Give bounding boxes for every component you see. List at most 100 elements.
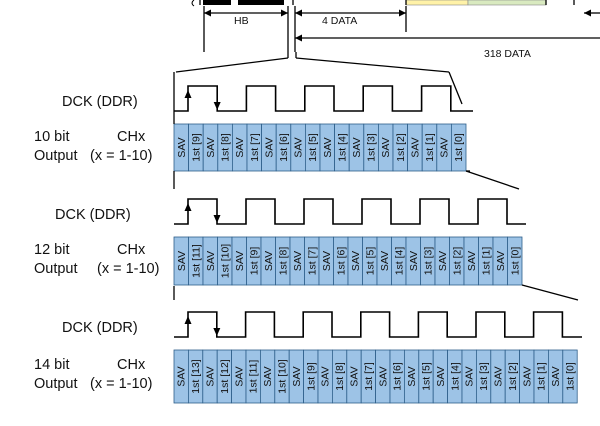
data-cell-1-23 (507, 236, 523, 286)
data-cell-label-2-27: 1st [0] (565, 362, 577, 391)
data-cell-label-0-16: SAV (409, 137, 421, 157)
clock-waveform-1 (174, 198, 526, 225)
data-cell-label-2-25: 1st [1] (536, 362, 548, 391)
4data-arrow-left (295, 9, 302, 17)
data-cell-label-2-9: 1st [9] (305, 362, 317, 391)
output-label-10bit: Output (34, 148, 78, 164)
data-cell-label-2-23: 1st [2] (507, 362, 519, 391)
data-cell-label-2-18: SAV (435, 366, 447, 386)
data-cell-label-1-1: 1st [11] (190, 244, 202, 278)
channel-label-10bit: CHx (117, 129, 146, 145)
data-cell-label-1-20: SAV (466, 251, 478, 271)
bit-label-14bit: 14 bit (34, 357, 70, 373)
data-cell-label-2-14: SAV (377, 366, 389, 386)
clock-rising-arrow-0 (184, 90, 192, 98)
data-cell-label-1-22: SAV (495, 251, 507, 271)
clock-label-12bit: DCK (DDR) (55, 207, 131, 223)
data-cell-label-1-4: SAV (234, 251, 246, 271)
data-cell-label-0-14: SAV (380, 137, 392, 157)
data-cell-label-0-0: SAV (176, 137, 188, 157)
318data-arrow-left (295, 34, 302, 42)
range-label-12bit: (x = 1-10) (97, 261, 160, 277)
data-cell-label-1-6: SAV (263, 251, 275, 271)
clock-falling-arrow-0 (213, 102, 221, 110)
data-cell-label-1-5: 1st [9] (248, 247, 260, 276)
data-cell-label-1-10: SAV (321, 251, 333, 271)
data-cell-label-2-5: 1st [11] (248, 360, 260, 394)
data-cell-label-1-23: 1st [0] (509, 247, 521, 276)
data-cell-label-1-18: SAV (437, 251, 449, 271)
range-label-10bit: (x = 1-10) (90, 148, 153, 164)
data-cell-label-2-22: SAV (493, 366, 505, 386)
zoom-line-right (295, 57, 450, 73)
top-strip-bracket (191, 0, 195, 7)
data-cell-label-2-26: SAV (550, 366, 562, 386)
data-cell-label-2-0: SAV (176, 366, 188, 386)
hb-label: HB (234, 15, 249, 27)
four-data-label: 4 DATA (322, 15, 358, 27)
data-cell-label-0-2: SAV (205, 137, 217, 157)
data-cell-label-1-14: SAV (379, 251, 391, 271)
data-cell-label-2-19: 1st [4] (449, 362, 461, 391)
data-cell-label-2-16: SAV (406, 366, 418, 386)
data-cell-label-0-19: 1st [0] (453, 133, 465, 162)
data-cell-label-0-5: 1st [7] (249, 133, 261, 162)
data-cell-label-0-15: 1st [2] (395, 133, 407, 162)
zoom-edge-right-3 (521, 284, 579, 301)
clock-falling-arrow-1 (213, 215, 221, 223)
data-cell-label-2-24: SAV (521, 366, 533, 386)
data-cell-label-1-2: SAV (205, 251, 217, 271)
top-strip-yellow (405, 0, 469, 6)
data-cell-label-0-6: SAV (263, 137, 275, 157)
data-cell-label-1-15: 1st [4] (393, 247, 405, 276)
top-right-arrow (584, 9, 591, 17)
data-cell-label-1-8: SAV (292, 251, 304, 271)
data-cell-label-0-3: 1st [8] (220, 133, 232, 162)
zoom-line-left (175, 57, 289, 73)
channel-label-12bit: CHx (117, 242, 146, 258)
clock-falling-arrow-2 (213, 328, 221, 336)
data-cell-label-0-17: 1st [1] (424, 133, 436, 162)
data-cell-label-0-4: SAV (234, 137, 246, 157)
data-cell-label-0-12: SAV (351, 137, 363, 157)
data-cell-label-0-1: 1st [9] (190, 133, 202, 162)
data-cell-label-0-7: 1st [6] (278, 133, 290, 162)
output-label-14bit: Output (34, 376, 78, 392)
zoom-edge-right-2 (465, 170, 520, 190)
4data-arrow-right (399, 9, 406, 17)
top-strip-block (238, 0, 284, 5)
data-cell-label-2-13: 1st [7] (363, 362, 375, 391)
range-label-14bit: (x = 1-10) (90, 376, 153, 392)
data-cell-label-1-11: 1st [6] (335, 247, 347, 276)
data-cell-label-1-13: 1st [5] (364, 247, 376, 276)
data-cell-label-2-17: 1st [5] (421, 362, 433, 391)
bit-label-12bit: 12 bit (34, 242, 70, 258)
data-cell-label-1-17: 1st [3] (422, 247, 434, 276)
hb-arrow-left (204, 9, 211, 17)
data-cell-0-19 (450, 123, 467, 172)
data-cell-label-2-10: SAV (320, 366, 332, 386)
data-cell-label-1-3: 1st [10] (219, 244, 231, 279)
channel-label-14bit: CHx (117, 357, 146, 373)
data-cell-label-0-8: SAV (293, 137, 305, 157)
data-cell-label-0-11: 1st [4] (336, 133, 348, 162)
data-cell-label-2-11: 1st [8] (334, 362, 346, 391)
data-cell-label-0-13: 1st [3] (366, 133, 378, 162)
data-cell-label-2-3: 1st [12] (219, 359, 231, 394)
clock-label-10bit: DCK (DDR) (62, 94, 138, 110)
data-cell-label-1-0: SAV (176, 251, 188, 271)
data-cell-label-1-19: 1st [2] (451, 247, 463, 276)
data-cell-label-2-4: SAV (233, 366, 245, 386)
data-cell-label-2-2: SAV (205, 366, 217, 386)
data-cell-label-2-8: SAV (291, 366, 303, 386)
data-cell-label-1-7: 1st [8] (277, 247, 289, 276)
data-cell-label-2-1: 1st [13] (190, 359, 202, 394)
data-cell-2-27 (562, 349, 578, 404)
data-cell-label-2-12: SAV (349, 366, 361, 386)
data-318-label: 318 DATA (484, 48, 531, 60)
data-cell-label-1-16: SAV (408, 251, 420, 271)
bit-label-10bit: 10 bit (34, 129, 70, 145)
data-cell-label-2-15: 1st [6] (392, 362, 404, 391)
data-cell-label-0-9: 1st [5] (307, 133, 319, 162)
top-strip-green (467, 0, 547, 6)
